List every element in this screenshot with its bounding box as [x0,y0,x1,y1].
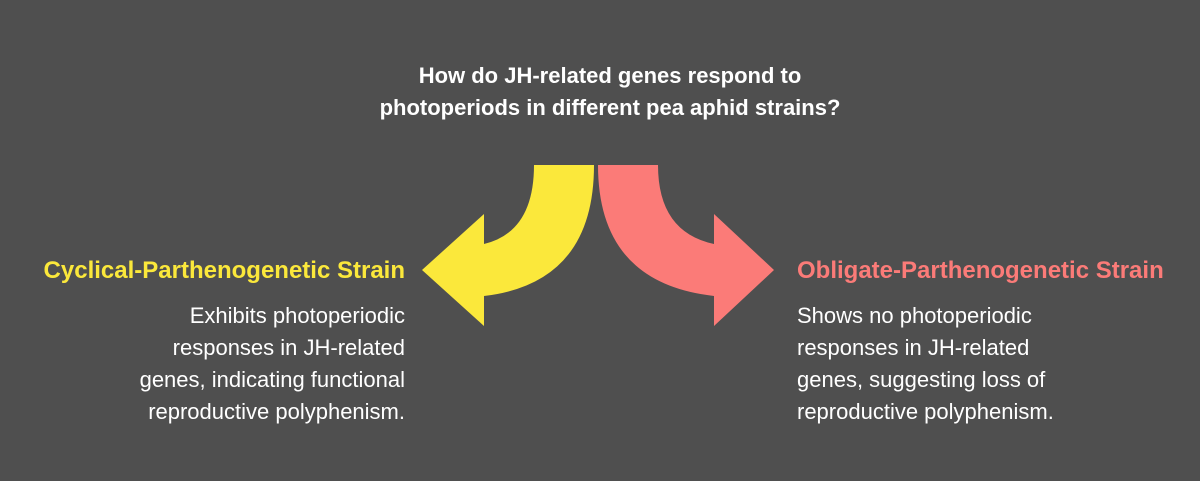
left-strain-description: Exhibits photoperiodic responses in JH-r… [139,303,405,424]
left-curved-arrow-icon [422,165,594,326]
right-curved-arrow-icon [598,165,774,326]
right-strain-description: Shows no photoperiodic responses in JH-r… [797,303,1054,424]
right-strain-title: Obligate-Parthenogenetic Strain [797,257,1164,284]
central-question: How do JH-related genes respond to photo… [379,63,841,120]
left-strain-title: Cyclical-Parthenogenetic Strain [43,257,405,284]
